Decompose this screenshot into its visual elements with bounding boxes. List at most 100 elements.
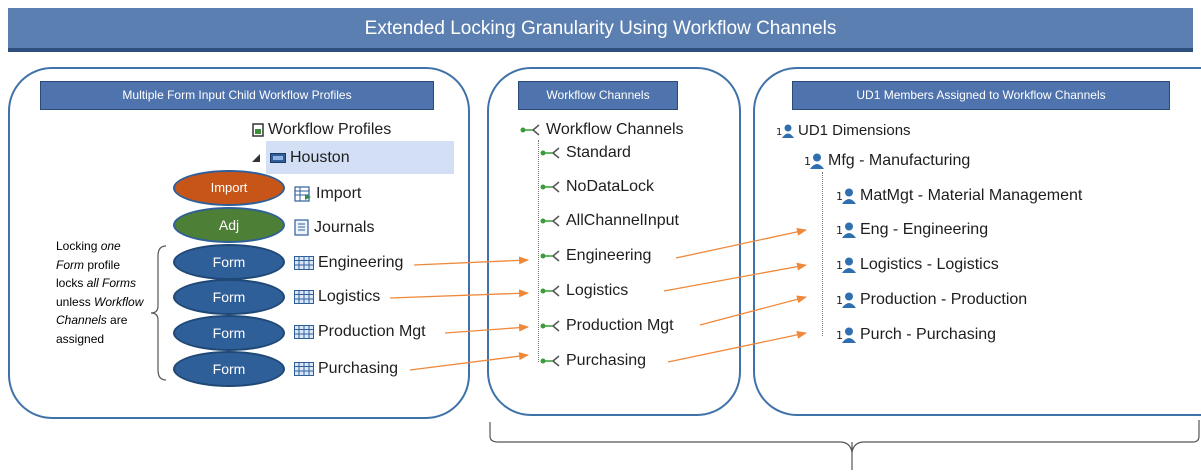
tree-label: Engineering	[318, 254, 404, 271]
member-icon: 1	[836, 327, 856, 343]
tree-item-purchasing[interactable]: Purchasing	[294, 359, 398, 379]
selected-row-highlight	[266, 141, 454, 174]
form-group-brace	[150, 245, 167, 381]
tree-label: MatMgt - Material Management	[860, 187, 1083, 204]
note-emphasis: all	[86, 276, 99, 290]
arrow-channel-to-purch	[667, 330, 807, 363]
svg-text:1: 1	[776, 127, 782, 138]
svg-text:1: 1	[836, 190, 843, 203]
ud1-panel-header: UD1 Members Assigned to Workflow Channel…	[792, 81, 1170, 110]
form-pill-purchasing: Form	[173, 351, 285, 387]
tree-label: Eng - Engineering	[860, 221, 989, 238]
tree-label: NoDataLock	[566, 178, 655, 195]
arrow-production-to-channel	[444, 323, 529, 334]
form-grid-icon	[294, 289, 314, 304]
channel-icon	[540, 320, 560, 332]
form-grid-icon	[294, 255, 314, 270]
note-emphasis: Forms	[102, 276, 137, 290]
expand-triangle-icon[interactable]	[252, 153, 260, 162]
adj-pill: Adj	[173, 207, 285, 243]
tree-label: Workflow Profiles	[268, 121, 392, 138]
ud1-item-matmgt[interactable]: 1 MatMgt - Material Management	[836, 186, 1082, 206]
tree-root-ud1-dimensions[interactable]: 1 UD1 Dimensions	[776, 121, 911, 141]
form-grid-icon	[294, 324, 314, 339]
channel-tree-line	[538, 140, 539, 362]
member-icon: 1	[804, 153, 824, 169]
channel-item-logistics[interactable]: Logistics	[540, 281, 628, 301]
member-icon: 1	[776, 124, 794, 139]
tree-item-engineering[interactable]: Engineering	[294, 253, 403, 273]
ud1-item-purch[interactable]: 1 Purch - Purchasing	[836, 325, 996, 345]
ud1-item-logistics[interactable]: 1 Logistics - Logistics	[836, 255, 999, 275]
channel-icon	[540, 215, 560, 227]
form-grid-icon	[294, 361, 314, 376]
tree-root-workflow-profiles[interactable]: Workflow Profiles	[252, 120, 391, 140]
channel-item-allchannelinput[interactable]: AllChannelInput	[540, 211, 679, 231]
tree-label: Logistics - Logistics	[860, 256, 999, 273]
channel-item-production-mgt[interactable]: Production Mgt	[540, 316, 674, 336]
channels-panel	[487, 67, 741, 416]
ud1-item-production[interactable]: 1 Production - Production	[836, 290, 1027, 310]
import-icon	[294, 186, 311, 202]
channels-panel-header: Workflow Channels	[518, 81, 678, 110]
channel-icon	[540, 355, 560, 367]
arrow-channel-to-production	[699, 295, 807, 326]
channel-item-purchasing[interactable]: Purchasing	[540, 351, 646, 371]
tree-node-mfg[interactable]: 1 Mfg - Manufacturing	[804, 151, 970, 171]
note-emphasis: Form	[56, 257, 84, 272]
tree-item-production-mgt[interactable]: Production Mgt	[294, 322, 426, 342]
tree-label: Purch - Purchasing	[860, 326, 997, 343]
note-text: profile locks	[56, 257, 121, 291]
arrow-channel-to-eng	[675, 227, 807, 259]
tree-label: Workflow Channels	[546, 121, 684, 138]
tree-label: Journals	[314, 219, 375, 236]
channel-icon	[540, 147, 560, 159]
svg-text:1: 1	[836, 259, 843, 272]
cube-icon	[270, 152, 286, 163]
workflow-profiles-icon	[252, 123, 264, 137]
form-pill-engineering: Form	[173, 244, 285, 280]
profiles-panel-header: Multiple Form Input Child Workflow Profi…	[40, 81, 434, 110]
tree-label: Logistics	[566, 282, 629, 299]
svg-text:1: 1	[836, 294, 843, 307]
locking-note: Locking one Form profile locks all Forms…	[56, 237, 144, 348]
tree-label: Production Mgt	[318, 323, 426, 340]
tree-label: Standard	[566, 144, 631, 161]
channel-icon	[520, 124, 540, 136]
tree-label: Engineering	[566, 247, 652, 264]
bottom-group-brace	[489, 420, 1200, 453]
ud1-tree-line	[822, 172, 823, 336]
tree-root-workflow-channels[interactable]: Workflow Channels	[520, 120, 684, 140]
svg-text:1: 1	[836, 329, 843, 342]
arrow-engineering-to-channel	[413, 256, 529, 266]
channel-item-standard[interactable]: Standard	[540, 143, 631, 163]
channel-item-engineering[interactable]: Engineering	[540, 246, 651, 266]
tree-label: Logistics	[318, 288, 381, 305]
tree-item-import[interactable]: Import	[294, 184, 361, 204]
channel-icon	[540, 250, 560, 262]
member-icon: 1	[836, 257, 856, 273]
tree-label: Import	[316, 185, 362, 202]
arrow-logistics-to-channel	[389, 289, 529, 299]
tree-item-journals[interactable]: Journals	[294, 218, 374, 238]
tree-item-logistics[interactable]: Logistics	[294, 287, 380, 307]
note-text: unless	[56, 294, 95, 309]
member-icon: 1	[836, 292, 856, 308]
form-pill-production-mgt: Form	[173, 315, 285, 351]
tree-label: AllChannelInput	[566, 212, 679, 229]
arrow-purchasing-to-channel	[409, 352, 529, 371]
channel-item-nodatalock[interactable]: NoDataLock	[540, 177, 654, 197]
diagram-title: Extended Locking Granularity Using Workf…	[8, 8, 1193, 52]
tree-label: Production Mgt	[566, 317, 674, 334]
member-icon: 1	[836, 188, 856, 204]
note-text: are assigned	[56, 313, 128, 346]
channel-icon	[540, 181, 560, 193]
ud1-item-eng[interactable]: 1 Eng - Engineering	[836, 220, 988, 240]
tree-label: Purchasing	[318, 360, 399, 377]
tree-node-houston[interactable]: Houston	[252, 148, 350, 168]
note-text: Locking	[56, 239, 101, 253]
form-pill-logistics: Form	[173, 279, 285, 315]
note-emphasis: Workflow Channels	[56, 294, 144, 328]
note-emphasis: one	[100, 239, 121, 253]
